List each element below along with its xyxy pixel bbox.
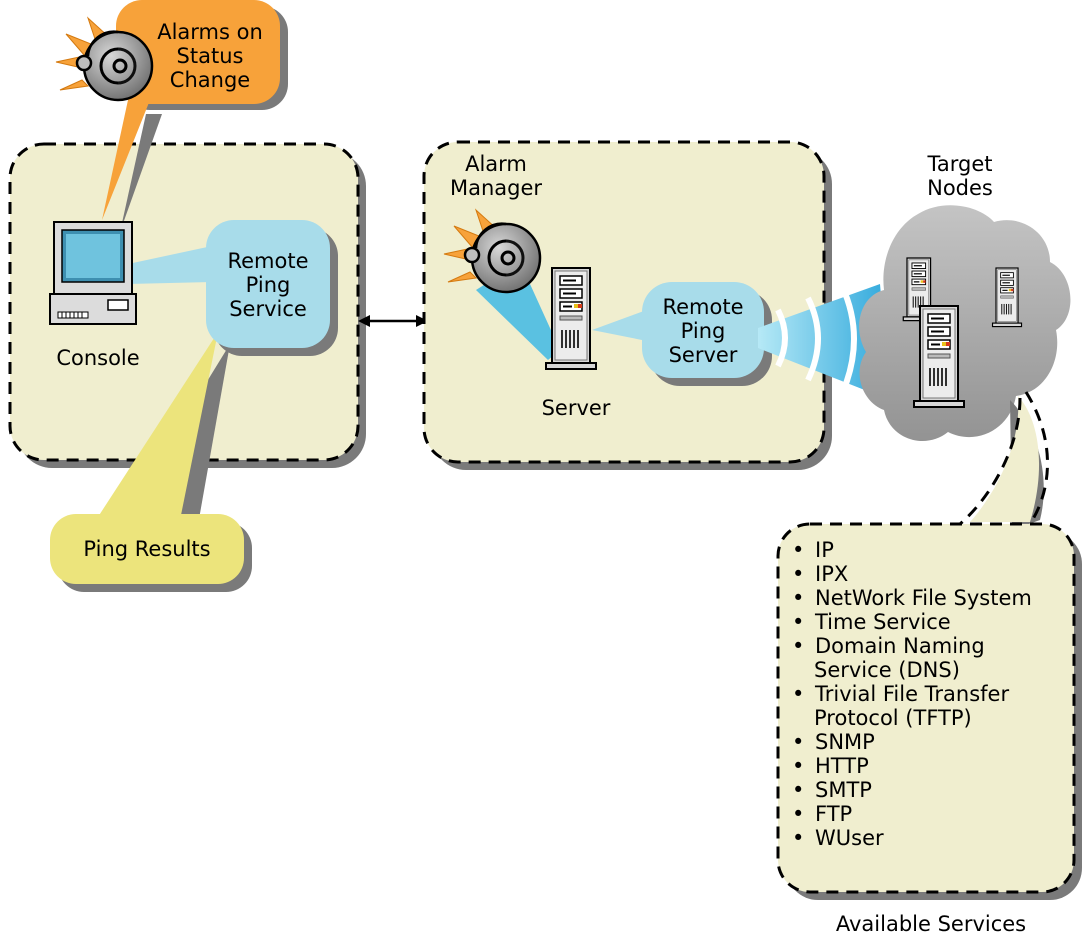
cloud-services-connector (959, 391, 1049, 530)
service-item: HTTP (792, 754, 1032, 778)
console-computer-icon (49, 221, 212, 325)
target-nodes-cloud (859, 205, 1071, 441)
service-item: SNMP (792, 730, 1032, 754)
remote-ping-service-bubble (206, 220, 338, 356)
service-item: IPX (792, 562, 1032, 586)
service-item: NetWork File System (792, 586, 1032, 610)
available-services-caption: Available Services (835, 912, 1027, 936)
available-services-list: IP IPX NetWork File System Time Service … (792, 538, 1032, 850)
service-item: SMTP (792, 778, 1032, 802)
service-item: WUser (792, 826, 1032, 850)
ping-beam (758, 284, 890, 400)
ping-results-label: Ping Results (83, 537, 211, 561)
console-label: Console (56, 346, 140, 370)
service-item: FTP (792, 802, 1032, 826)
service-item: IP (792, 538, 1032, 562)
server-label: Server (541, 396, 611, 420)
server-tower-icon (545, 267, 597, 370)
service-item: Time Service (792, 610, 1032, 634)
panel-connector-arrow (358, 315, 428, 327)
ping-results-bubble (50, 332, 252, 592)
alarm-status-bubble (102, 0, 288, 232)
remote-ping-server-bubble (592, 282, 772, 386)
